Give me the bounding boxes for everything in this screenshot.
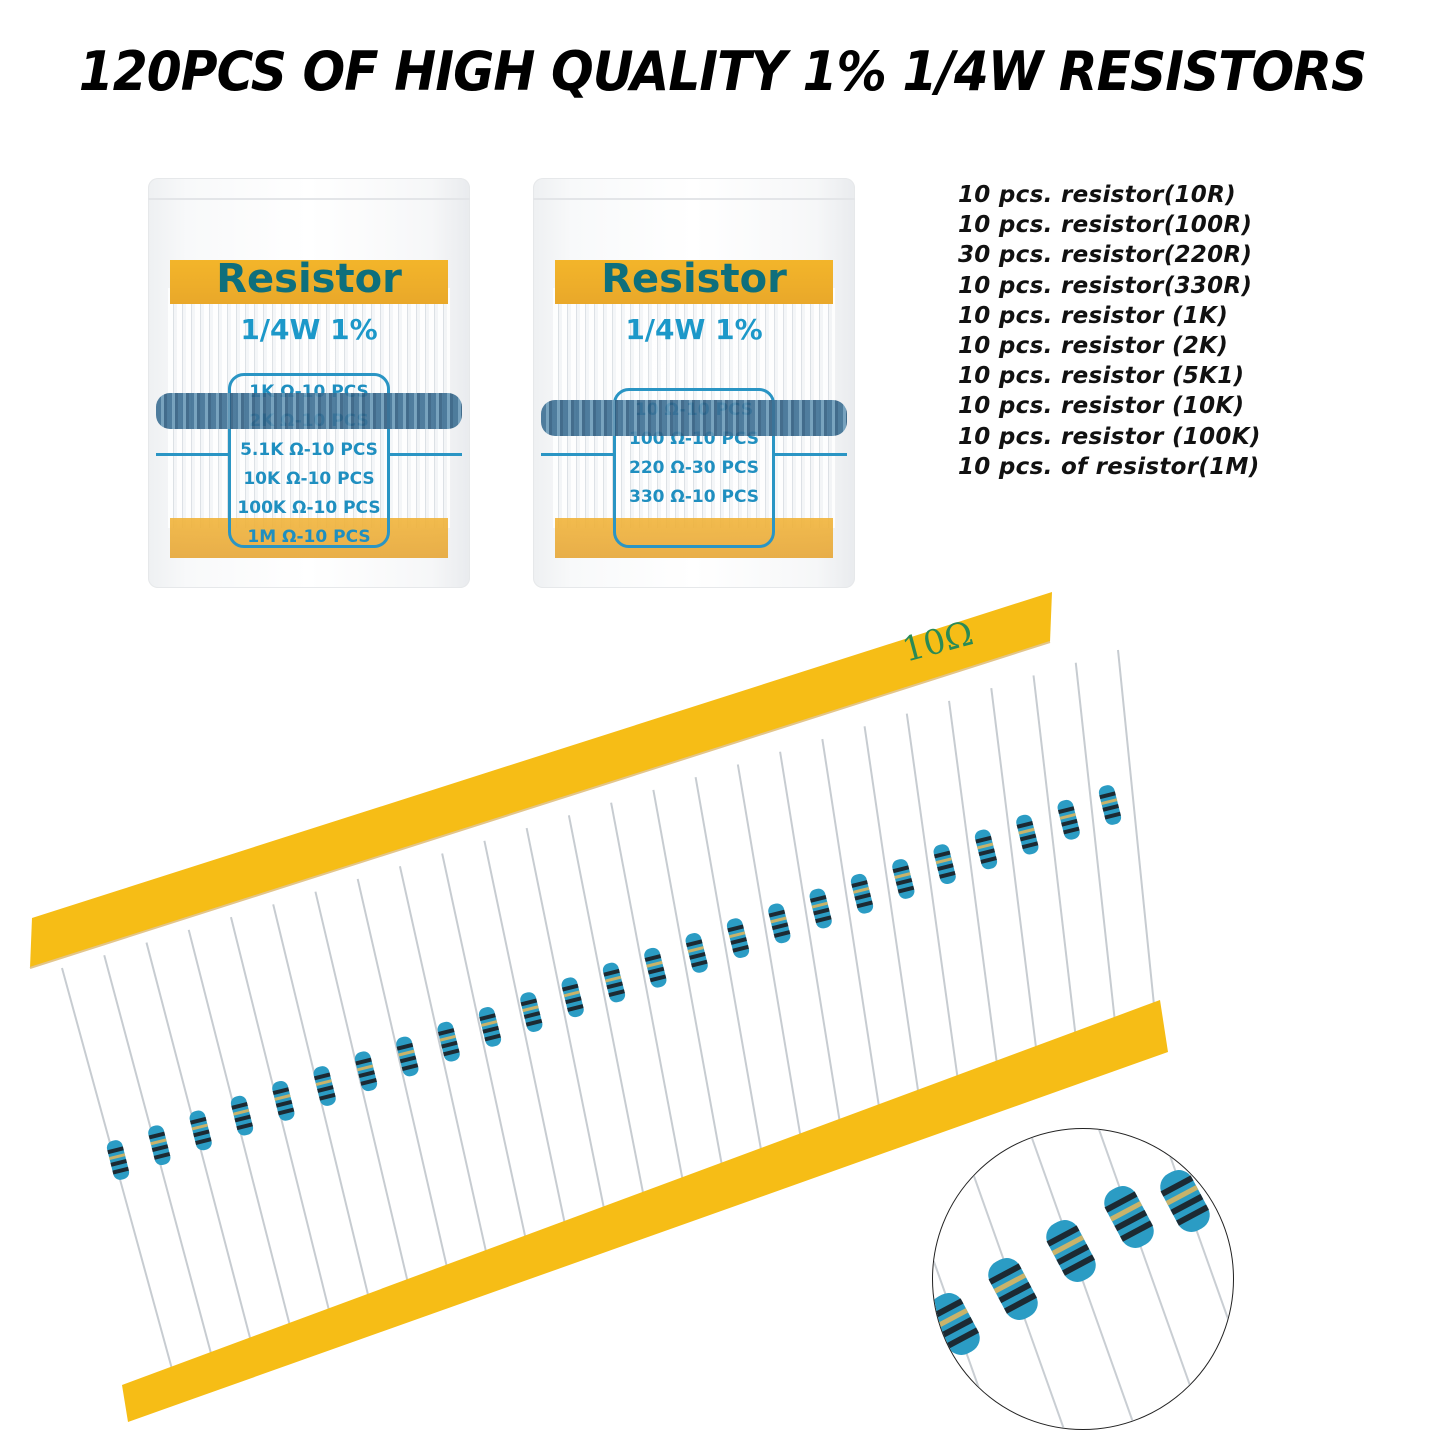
bag-brand-label: Resistor [216, 256, 402, 302]
parts-list-item: 30 pcs. resistor(220R) [958, 242, 1253, 269]
resistor-bodies-row [541, 400, 847, 436]
magnified-resistors [933, 1129, 1233, 1429]
parts-list-item: 10 pcs. resistor (1K) [958, 302, 1229, 329]
bag-brand-label: Resistor [601, 256, 787, 302]
bag-spec-label: 1/4W 1% [240, 313, 378, 346]
parts-list-item: 10 pcs. resistor(100R) [958, 212, 1253, 239]
divider-left [156, 453, 230, 456]
parts-list-item: 10 pcs. resistor (10K) [958, 393, 1245, 420]
bag-content-line: 10K Ω-10 PCS [243, 469, 375, 489]
bag-content-line: 330 Ω-10 PCS [629, 487, 759, 507]
zip-seal [148, 198, 470, 200]
parts-list-item: 10 pcs. resistor (2K) [958, 333, 1229, 360]
parts-list-item: 10 pcs. resistor (100K) [958, 423, 1261, 450]
contents-box [613, 388, 775, 548]
tape-top [170, 260, 448, 304]
strip-value-label: 10Ω [898, 613, 978, 671]
bag-content-line: 5.1K Ω-10 PCS [240, 440, 378, 460]
parts-list-item: 10 pcs. resistor(10R) [958, 182, 1236, 208]
resistor-bag-1: Resistor 1/4W 1% 1K Ω-10 PCS 2K Ω-10 PCS… [148, 178, 470, 588]
bag-content-line: 100K Ω-10 PCS [237, 498, 381, 518]
divider-left [541, 453, 615, 456]
resistor-bag-2: Resistor 1/4W 1% 10 Ω-10 PCS 100 Ω-10 PC… [533, 178, 855, 588]
divider-right [388, 453, 462, 456]
bag-content-line: 220 Ω-30 PCS [629, 458, 759, 478]
zip-seal [533, 198, 855, 200]
resistor-bodies-row [156, 393, 462, 429]
page-title: 120PCS OF HIGH QUALITY 1% 1/4W RESISTORS [78, 40, 1368, 103]
parts-list: 10 pcs. resistor(10R) 10 pcs. resistor(1… [958, 180, 1261, 482]
tape-top [555, 260, 833, 304]
divider-right [773, 453, 847, 456]
parts-list-item: 10 pcs. of resistor(1M) [958, 453, 1260, 480]
bag-content-line: 1M Ω-10 PCS [247, 527, 371, 547]
bag-spec-label: 1/4W 1% [625, 313, 763, 346]
contents-box [228, 373, 390, 548]
tape-bottom [170, 518, 448, 558]
parts-list-item: 10 pcs. resistor (5K1) [958, 363, 1245, 390]
parts-list-item: 10 pcs. resistor(330R) [958, 272, 1253, 299]
tape-bottom [555, 518, 833, 558]
magnified-inset [932, 1128, 1234, 1430]
